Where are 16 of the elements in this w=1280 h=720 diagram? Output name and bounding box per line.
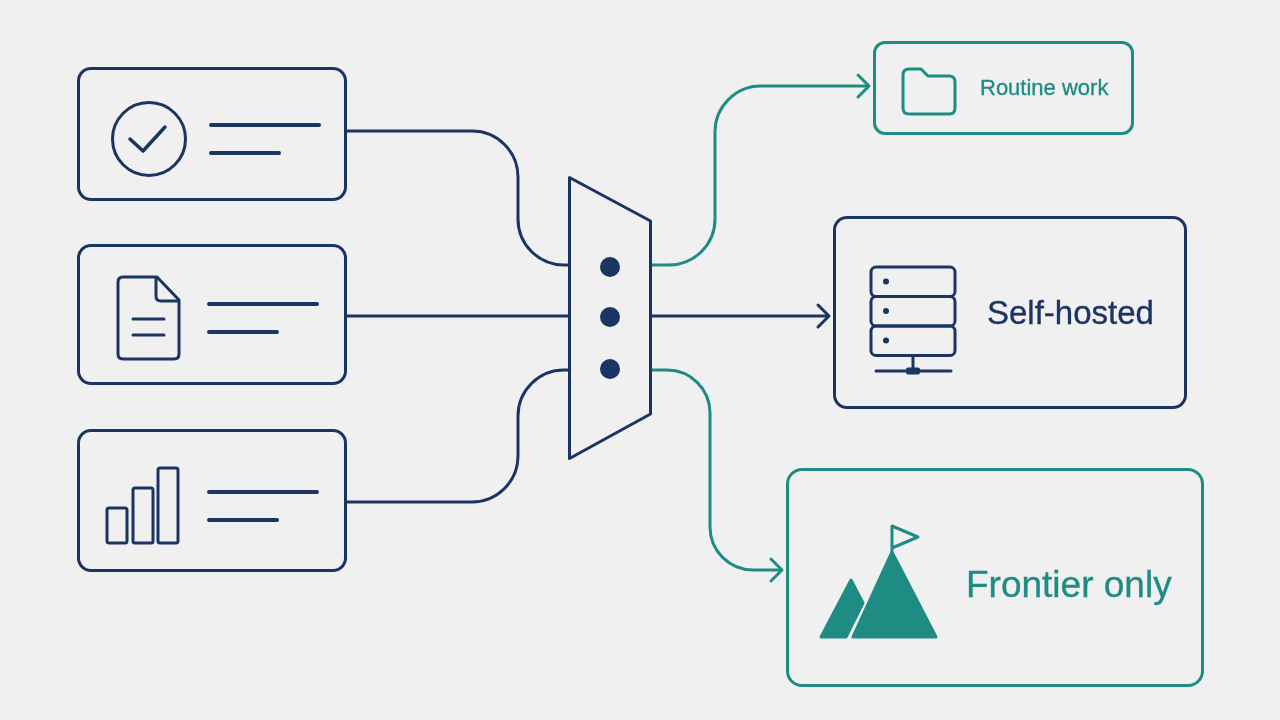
destination-card — [873, 41, 1134, 135]
connector-line — [347, 314, 568, 318]
connector-line — [347, 368, 568, 504]
destination-card — [786, 468, 1204, 687]
card-title: Self-hosted — [987, 293, 1154, 332]
router-trapezoid — [568, 176, 652, 460]
input-card — [77, 244, 347, 385]
card-title: Routine work — [980, 75, 1109, 101]
connector-line — [347, 129, 568, 267]
input-card — [77, 429, 347, 572]
arrow — [652, 368, 784, 583]
arrow — [652, 303, 831, 329]
destination-card — [833, 216, 1187, 409]
arrow — [652, 73, 871, 267]
card-title: Frontier only — [966, 563, 1172, 606]
input-card — [77, 67, 347, 201]
